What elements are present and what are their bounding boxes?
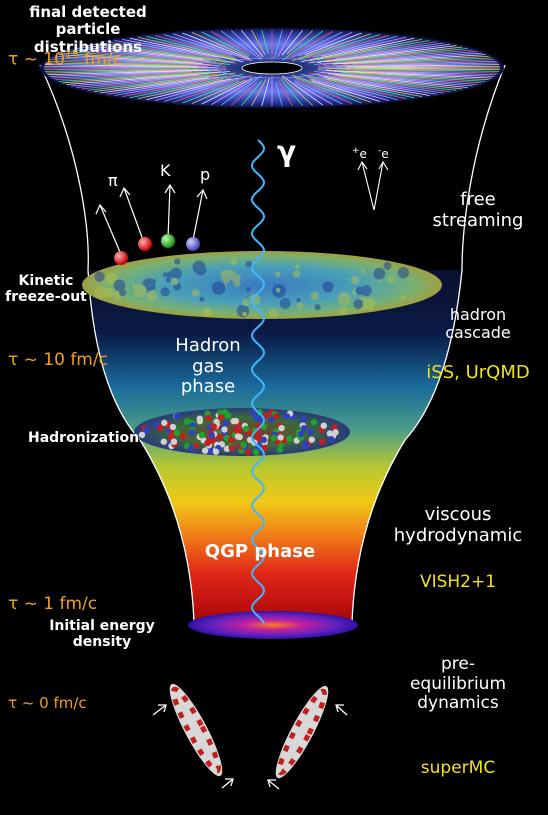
electron-plus-e: e: [359, 147, 367, 161]
hadron-gas-label: Hadron gas phase: [175, 335, 241, 398]
electron-minus-sign: -: [378, 146, 382, 156]
tau-1e15-unit: fm/c: [78, 49, 122, 70]
initial-energy-surface: [188, 611, 358, 639]
free-streaming-label: free streaming: [432, 189, 524, 231]
cone-outline-left: [39, 64, 195, 623]
initial-energy-label: Initial energy density: [49, 618, 155, 651]
proton-label: p: [200, 165, 211, 184]
pion-label: π: [108, 171, 118, 190]
proton-ball: [186, 237, 200, 251]
final-detected-label: final detected particle distributions: [29, 3, 147, 56]
pre-equilibrium-label: pre- equilibrium dynamics: [409, 654, 507, 714]
beam-arrows: [152, 704, 348, 790]
tau-1-label: τ ~ 1 fm/c: [8, 594, 98, 614]
photon-label: γ: [277, 135, 297, 168]
hadronization-label: Hadronization: [28, 430, 140, 446]
tau-1e15-label: τ ~ 1015 fm/c: [8, 48, 122, 70]
vish-label: VISH2+1: [419, 572, 497, 592]
kaon-label: K: [160, 161, 171, 180]
photon-wave: [250, 139, 266, 625]
viscous-hydro-label: viscous hydrodynamic: [393, 504, 523, 546]
freezeout-surface: [82, 251, 442, 319]
cone-outline-right: [351, 64, 506, 623]
qgp-label: QGP phase: [204, 541, 316, 562]
hadron-cascade-label: hadron cascade: [445, 305, 511, 343]
electron-arrows: [357, 160, 389, 211]
tau-10-label: τ ~ 10 fm/c: [8, 350, 108, 370]
kaon-ball-red: [138, 237, 152, 251]
electron-minus-label: -e: [378, 146, 389, 162]
tau-0-label: τ ~ 0 fm/c: [8, 694, 87, 712]
supermc-label: superMC: [420, 758, 496, 778]
nuclei: [169, 683, 329, 779]
detector-event-disk: [40, 28, 504, 108]
tau-1e15-exponent: 15: [64, 48, 79, 61]
pion-ball: [114, 251, 128, 265]
electron-plus-sign: +: [352, 146, 360, 156]
hadron-arrows: [95, 183, 208, 253]
electron-plus-label: +e: [352, 146, 367, 162]
kaon-ball: [161, 234, 175, 248]
iss-urqmd-label: iSS, UrQMD: [426, 362, 530, 383]
tau-1e15-prefix: τ ~ 10: [8, 49, 65, 70]
kinetic-freezeout-label: Kinetic freeze-out: [5, 273, 87, 306]
electron-minus-e: e: [381, 147, 389, 161]
